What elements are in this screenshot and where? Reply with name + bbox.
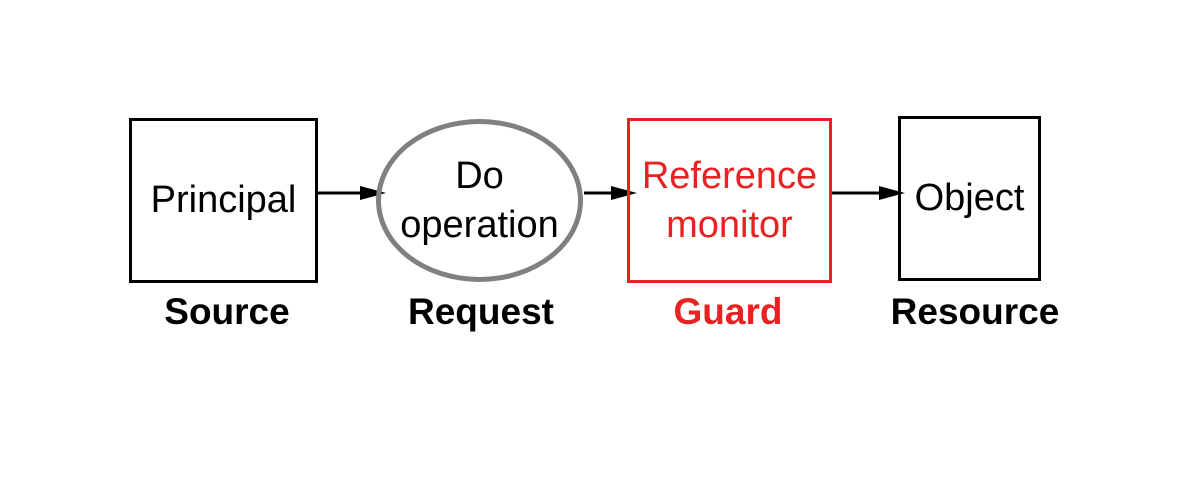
object-box: Object <box>898 116 1041 281</box>
principal-box: Principal <box>129 118 318 283</box>
source-caption: Source <box>164 291 290 332</box>
arrow-request-to-guard <box>584 186 637 200</box>
request-label: Do operation <box>400 152 558 250</box>
request-caption: Request <box>408 291 554 332</box>
request-label-line2: operation <box>400 203 559 246</box>
resource-caption: Resource <box>890 291 1060 332</box>
request-ellipse: Do operation <box>376 119 583 282</box>
reference-monitor-box: Reference monitor <box>627 118 832 283</box>
reference-monitor-label: Reference monitor <box>642 152 817 250</box>
arrow-principal-to-request <box>318 186 386 200</box>
arrow-guard-to-object <box>831 186 905 200</box>
reference-monitor-line2: monitor <box>666 203 793 246</box>
reference-monitor-line1: Reference <box>641 154 818 197</box>
request-label-line1: Do <box>455 154 504 197</box>
object-label: Object <box>914 177 1025 219</box>
principal-label: Principal <box>150 179 297 221</box>
guard-caption: Guard <box>673 291 783 332</box>
